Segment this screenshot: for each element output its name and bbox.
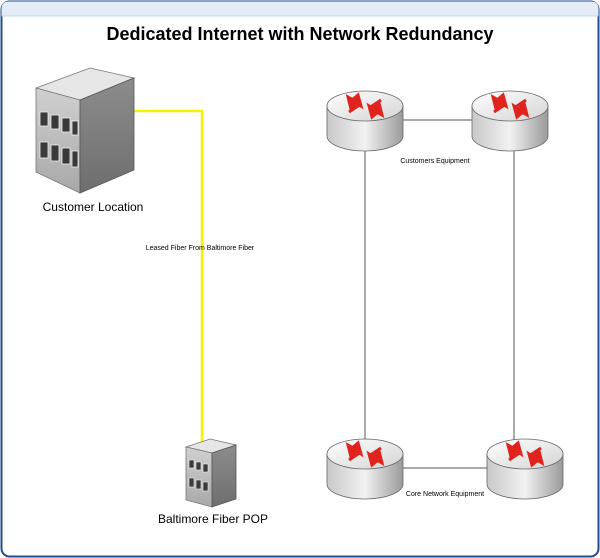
router-icon: [326, 90, 404, 152]
customer-building-icon: [34, 67, 136, 194]
leased-fiber-label: Leased Fiber From Baltimore Fiber: [145, 245, 255, 252]
network-ring: [364, 119, 515, 469]
customer-location-label: Customer Location: [42, 200, 144, 214]
router-icon: [471, 90, 549, 152]
core-network-label: Core Network Equipment: [405, 491, 485, 498]
fiber-pop-label: Baltimore Fiber POP: [157, 512, 269, 526]
router-icon: [326, 438, 404, 500]
leased-fiber-line: [134, 109, 204, 458]
router-icon: [486, 438, 564, 500]
frame-top-band: [1, 1, 599, 16]
customers-equipment-label: Customers Equipment: [400, 158, 470, 165]
page-title: Dedicated Internet with Network Redundan…: [106, 24, 494, 44]
pop-building-icon: [184, 438, 238, 508]
